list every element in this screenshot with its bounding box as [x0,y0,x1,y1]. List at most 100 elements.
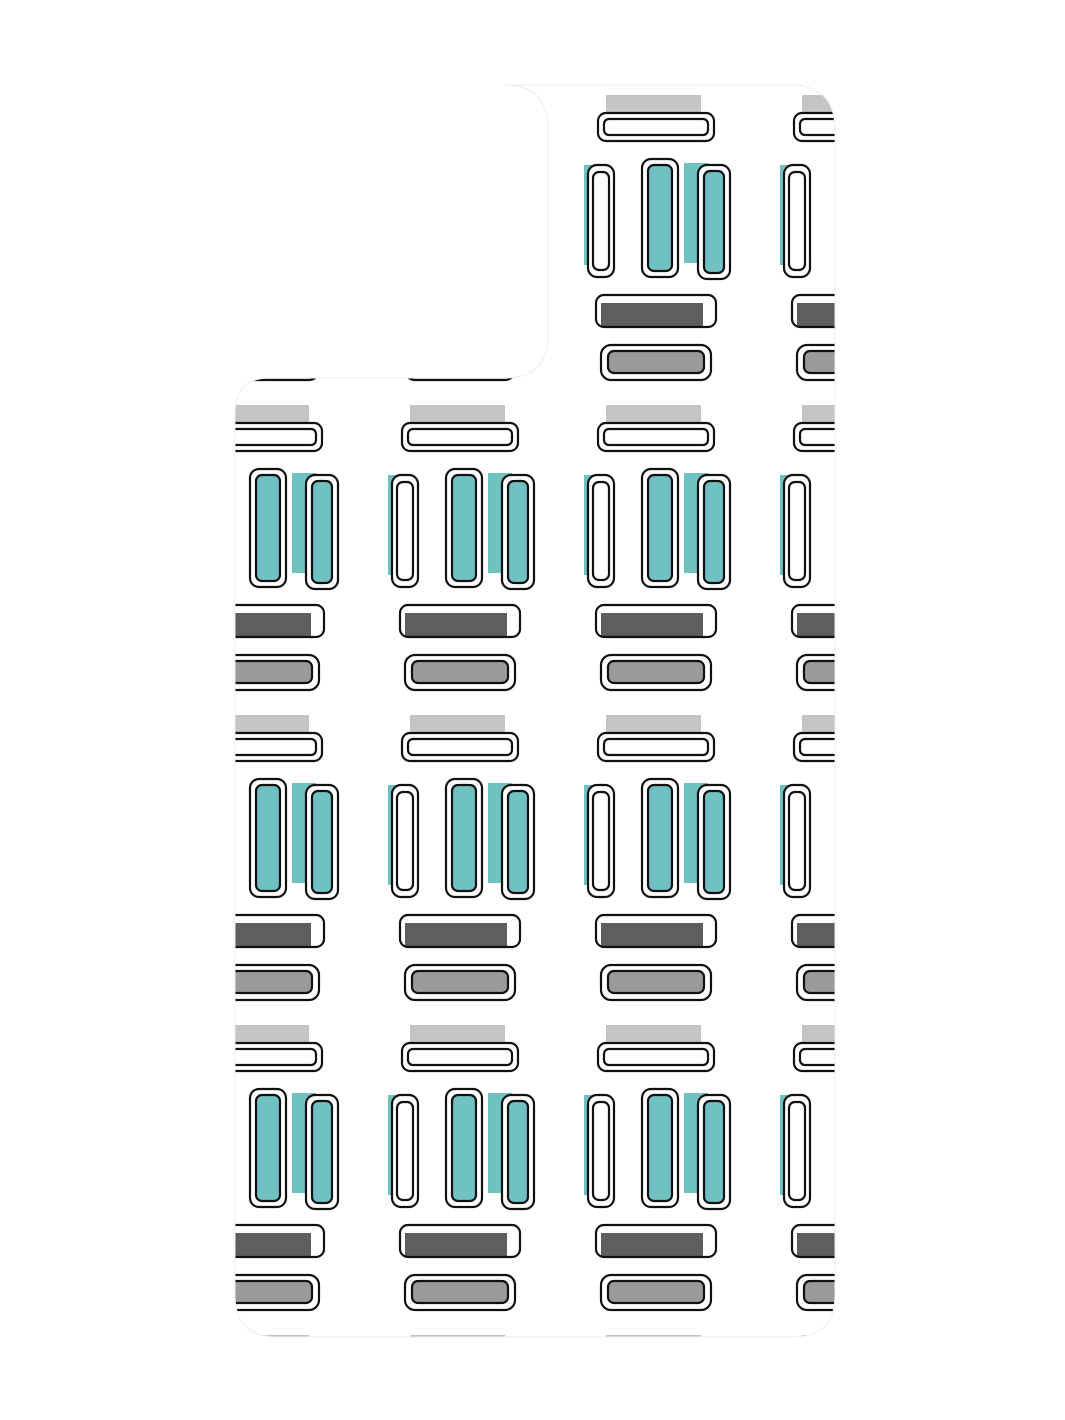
gray-bar [606,349,706,375]
dark-gray-swatch [797,1233,835,1257]
teal-vertical [450,783,478,893]
teal-vertical [646,783,674,893]
dark-gray-swatch [797,303,835,327]
outline-vertical-inner [787,1100,807,1202]
outline-bar [398,913,522,949]
outline-vertical-inner [591,170,611,272]
outline-bar [596,111,716,143]
dark-gray-swatch [601,923,703,947]
outline-bar [398,603,522,639]
outline-bar-inner [602,427,710,447]
outline-bar [596,731,716,763]
outline-bar [400,731,520,763]
outline-vertical [390,1093,420,1209]
light-gray-swatch [410,405,505,423]
outline-bar [400,1041,520,1073]
outline-bar [790,603,835,639]
dark-gray-swatch [405,613,507,637]
outline-bar-inner [406,1047,514,1067]
outline-bar [594,1223,718,1259]
outline-vertical [390,473,420,589]
skin-outline [234,84,836,1338]
light-gray-swatch [410,1025,505,1043]
light-gray-swatch [410,1335,505,1337]
light-gray-swatch [235,715,309,733]
gray-bar [410,1279,510,1305]
outline-bar-inner [235,1047,318,1067]
outline-vertical [586,783,616,899]
teal-vertical [506,1099,530,1205]
teal-vertical [254,473,282,583]
outline-vertical [782,1093,812,1209]
outline-bar-inner [235,427,318,447]
teal-vertical [702,169,726,275]
teal-vertical [702,479,726,585]
teal-vertical [310,789,334,895]
teal-vertical [254,1093,282,1203]
dark-gray-swatch [601,1233,703,1257]
outline-bar-inner [798,737,835,757]
gray-bar [606,659,706,685]
light-gray-swatch [606,1335,701,1337]
teal-vertical [254,783,282,893]
light-gray-swatch [235,1025,309,1043]
teal-vertical [310,479,334,585]
teal-vertical [646,163,674,273]
light-gray-swatch [410,715,505,733]
outline-vertical-inner [787,170,807,272]
light-gray-swatch [606,1025,701,1043]
teal-vertical [646,473,674,583]
gray-bar [802,1279,835,1305]
gray-bar [606,1279,706,1305]
dark-gray-swatch [797,613,835,637]
outline-vertical-inner [395,1100,415,1202]
gray-bar [410,659,510,685]
outline-vertical-inner [787,790,807,892]
outline-bar-inner [406,737,514,757]
outline-vertical [782,163,812,279]
outline-bar [596,421,716,453]
gray-bar [606,969,706,995]
teal-vertical [506,479,530,585]
outline-vertical-inner [591,790,611,892]
outline-bar-inner [602,1047,710,1067]
light-gray-swatch [606,405,701,423]
outline-bar [400,421,520,453]
outline-vertical-inner [787,480,807,582]
light-gray-swatch [802,405,835,423]
outline-bar-inner [602,117,710,137]
teal-vertical [702,1099,726,1205]
light-gray-swatch [235,405,309,423]
gray-bar [802,659,835,685]
outline-vertical-inner [395,790,415,892]
outline-bar-inner [798,117,835,137]
outline-bar [596,1041,716,1073]
outline-bar-inner [602,737,710,757]
light-gray-swatch [235,1335,309,1337]
outline-bar [790,293,835,329]
outline-bar [398,1223,522,1259]
outline-vertical [390,783,420,899]
gray-bar [235,969,314,995]
outline-vertical [782,783,812,899]
dark-gray-swatch [405,923,507,947]
outline-bar-inner [406,427,514,447]
teal-vertical [646,1093,674,1203]
outline-bar [235,603,326,639]
gray-bar [802,349,835,375]
dark-gray-swatch [235,613,311,637]
outline-vertical [586,163,616,279]
outline-bar-inner [798,427,835,447]
outline-vertical-inner [395,480,415,582]
gray-bar [235,1279,314,1305]
dark-gray-swatch [601,303,703,327]
dark-gray-swatch [405,1233,507,1257]
teal-vertical [450,473,478,583]
outline-bar-inner [798,1047,835,1067]
teal-vertical [310,1099,334,1205]
gray-bar [802,969,835,995]
outline-bar [594,913,718,949]
outline-vertical [586,473,616,589]
